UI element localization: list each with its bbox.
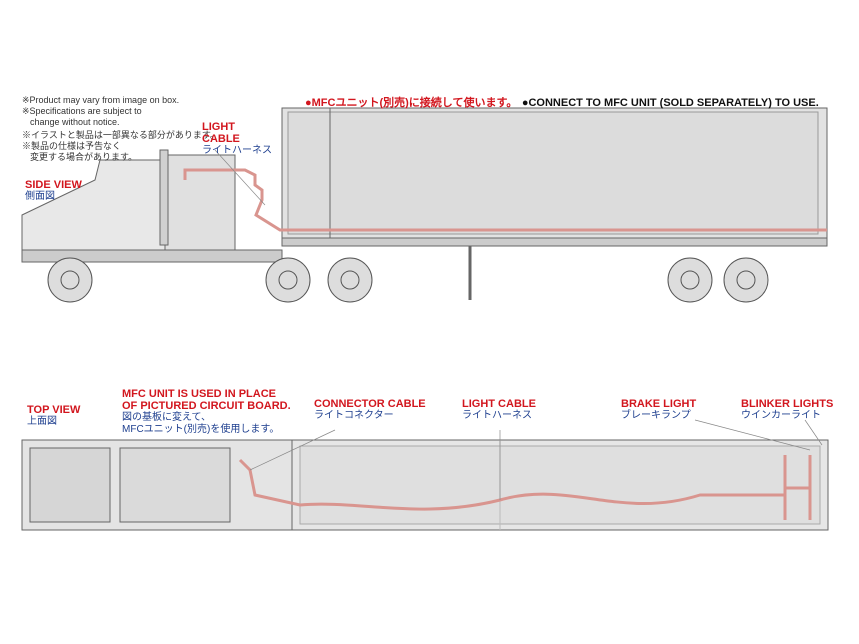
label-en: MFC UNIT IS USED IN PLACE (122, 388, 277, 400)
label-jp: 図の基板に変えて、 (122, 412, 211, 423)
label-jp: ブレーキランプ (621, 410, 691, 421)
label-jp: MFCユニット(別売)を使用します。 (122, 424, 280, 435)
connect-notice: ●MFCユニット(別売)に接続して使います。 ●CONNECT TO MFC U… (305, 93, 819, 111)
label-jp: ライトハーネス (202, 145, 272, 156)
brake-light-label: BRAKE LIGHT ブレーキランプ (621, 398, 696, 422)
label-en: CABLE (202, 133, 240, 145)
top-view-title-en: TOP VIEW (27, 404, 81, 416)
mfc-unit-label: MFC UNIT IS USED IN PLACE OF PICTURED CI… (122, 388, 291, 436)
blinker-lights-label: BLINKER LIGHTS ウインカーライト (741, 398, 833, 422)
side-view-title: SIDE VIEW 側面図 (25, 179, 82, 203)
note-line: 変更する場合があります。 (30, 152, 138, 162)
side-wheels (47, 257, 769, 303)
side-view-title-en: SIDE VIEW (25, 179, 82, 191)
side-light-cable (183, 168, 827, 232)
label-en: BRAKE LIGHT (621, 398, 697, 410)
connect-notice-en: ●CONNECT TO MFC UNIT (SOLD SEPARATELY) T… (521, 97, 819, 109)
label-en: BLINKER LIGHTS (741, 398, 834, 410)
cab (21, 159, 173, 263)
side-view-drawing (21, 107, 828, 303)
note-line: ※Product may vary from image on box. (22, 95, 180, 105)
label-en: OF PICTURED CIRCUIT BOARD. (122, 400, 291, 412)
top-view-drawing (21, 439, 829, 531)
note-line: ※製品の仕様は予告なく (22, 141, 122, 151)
label-en: LIGHT (202, 121, 235, 133)
leader-lines (249, 419, 823, 500)
connector-cable-label: CONNECTOR CABLE ライトコネクター (314, 398, 426, 422)
side-light-cable-label: LIGHT CABLE ライトハーネス (202, 121, 272, 157)
label-en: LIGHT CABLE (462, 398, 536, 410)
label-jp: ライトハーネス (462, 410, 532, 421)
top-view-title: TOP VIEW 上面図 (27, 404, 80, 428)
side-view-title-jp: 側面図 (25, 191, 55, 202)
label-jp: ウインカーライト (741, 410, 821, 421)
label-jp: ライトコネクター (314, 410, 394, 421)
note-line: ※Specifications are subject to (22, 106, 142, 116)
label-en: CONNECTOR CABLE (314, 398, 426, 410)
note-line: ※イラストと製品は一部異なる部分があります。 (22, 130, 219, 140)
connect-notice-jp: ●MFCユニット(別売)に接続して使います。 (305, 97, 518, 109)
disclaimer-notes: ※Product may vary from image on box. ※Sp… (22, 95, 219, 163)
light-cable-label: LIGHT CABLE ライトハーネス (462, 398, 536, 422)
note-line: change without notice. (30, 117, 120, 127)
top-view-title-jp: 上面図 (27, 416, 57, 427)
top-light-cable (238, 455, 812, 520)
